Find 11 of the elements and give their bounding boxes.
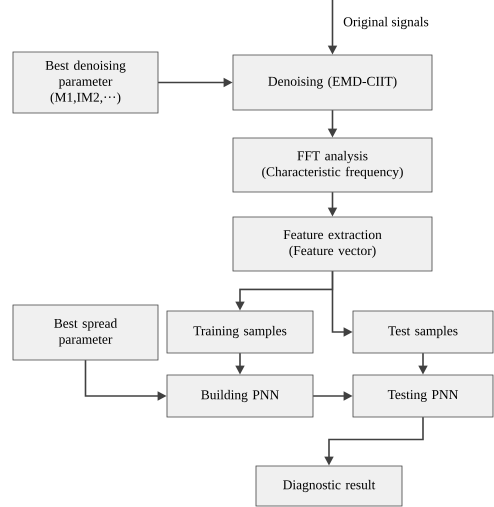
- process-box: Best denoising parameter (M1,IM2,···): [12, 52, 158, 114]
- process-box: Testing PNN: [352, 374, 494, 418]
- process-box: Diagnostic result: [256, 466, 402, 506]
- process-box: Training samples: [166, 310, 314, 354]
- process-box: Feature extraction (Feature vector): [232, 216, 432, 272]
- signal-label: Original signals: [344, 16, 428, 30]
- process-box: Building PNN: [166, 374, 314, 418]
- process-box: Denoising (EMD-CIIT): [232, 54, 432, 110]
- process-box: FFT analysis (Characteristic frequency): [232, 138, 432, 192]
- process-box: Test samples: [352, 310, 494, 354]
- process-box: Best spread parameter: [12, 304, 158, 360]
